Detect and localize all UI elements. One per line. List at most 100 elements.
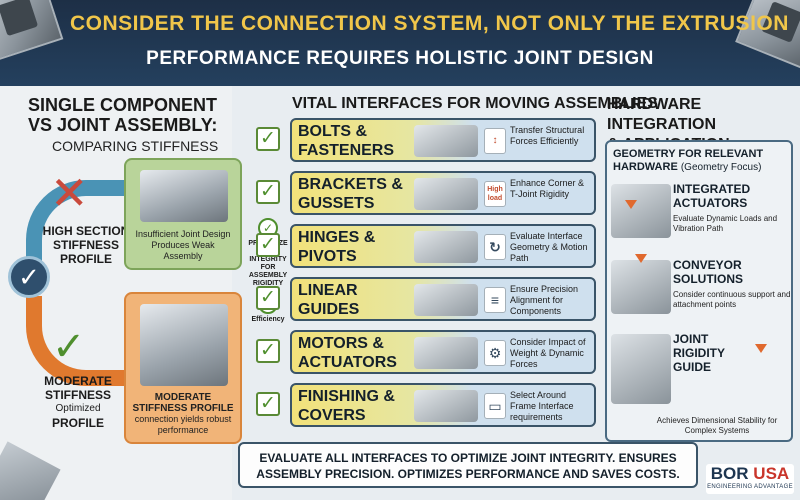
geometry-heading: GEOMETRY FOR RELEVANT HARDWARE (Geometry… bbox=[613, 148, 791, 174]
interface-name: LINEAR GUIDES bbox=[298, 282, 360, 318]
label-line: PROFILE bbox=[59, 252, 112, 266]
hardware-item: CONVEYOR SOLUTIONS Consider continuous s… bbox=[611, 254, 791, 334]
joint-guide-image bbox=[611, 334, 671, 404]
moderate-stiffness-label: MODERATE STIFFNESS Optimized PROFILE bbox=[36, 374, 120, 430]
interface-card: BOLTS & FASTENERS ↕ Transfer Structural … bbox=[290, 118, 596, 162]
interface-card: MOTORS & ACTUATORS ⚙ Consider Impact of … bbox=[290, 330, 596, 374]
list-item: ✓ BOLTS & FASTENERS ↕ Transfer Structura… bbox=[256, 118, 598, 162]
list-item: ✓ BRACKETS & GUSSETS High load Enhance C… bbox=[256, 171, 598, 215]
interface-description: Ensure Precision Alignment for Component… bbox=[510, 284, 579, 316]
check-icon: ✓ bbox=[52, 325, 86, 369]
list-item: ✓ FINISHING & COVERS ▭ Select Around Fra… bbox=[256, 383, 598, 427]
badge-text: Efficiency bbox=[251, 316, 285, 323]
label-line: PROFILE bbox=[51, 416, 104, 430]
weak-joint-panel: Insufficient Joint Design Produces Weak … bbox=[124, 158, 242, 270]
interface-card: HINGES & PIVOTS ↻ Evaluate Interface Geo… bbox=[290, 224, 596, 268]
covers-icon bbox=[414, 390, 478, 422]
arrow-icon bbox=[755, 344, 767, 353]
header-banner: CONSIDER THE CONNECTION SYSTEM, NOT ONLY… bbox=[0, 0, 800, 86]
hardware-item-description: Consider continuous support and attachme… bbox=[673, 290, 791, 309]
label-line: STIFFNESS bbox=[44, 388, 111, 402]
hardware-item: JOINT RIGIDITY GUIDE Achieves Dimensiona… bbox=[611, 332, 791, 440]
interface-name: HINGES & PIVOTS bbox=[298, 229, 376, 265]
interface-description: Evaluate Interface Geometry & Motion Pat… bbox=[510, 231, 588, 263]
hardware-item-description: Achieves Dimensional Stability for Compl… bbox=[656, 416, 778, 435]
rail-icon: ≡ bbox=[484, 287, 506, 313]
section-title-line: VS JOINT ASSEMBLY: bbox=[28, 115, 218, 135]
motor-icon bbox=[414, 337, 478, 369]
check-circle-icon: ✓ bbox=[8, 256, 50, 298]
checkbox-icon: ✓ bbox=[256, 392, 280, 416]
section-subtitle: COMPARING STIFFNESS bbox=[52, 138, 219, 154]
interface-description: Consider Impact of Weight & Dynamic Forc… bbox=[510, 337, 586, 369]
brackets-icon bbox=[414, 178, 478, 210]
rotation-icon: ↻ bbox=[484, 234, 506, 260]
interface-name: MOTORS & ACTUATORS bbox=[298, 335, 397, 371]
arrow-icon bbox=[625, 200, 637, 209]
checkbox-icon: ✓ bbox=[256, 339, 280, 363]
summary-banner: EVALUATE ALL INTERFACES TO OPTIMIZE JOIN… bbox=[238, 442, 698, 488]
checkbox-icon: ✓ bbox=[256, 286, 280, 310]
hardware-item-name: CONVEYOR SOLUTIONS bbox=[673, 258, 744, 286]
gear-icon: ⚙ bbox=[484, 340, 506, 366]
extrusion-profile-image bbox=[0, 0, 64, 62]
stiffness-comparison-section: SINGLE COMPONENT VS JOINT ASSEMBLY: COMP… bbox=[0, 86, 242, 500]
panel-caption: Insufficient Joint Design Produces Weak … bbox=[135, 229, 231, 261]
logo-wordmark: BOR USA bbox=[706, 464, 794, 483]
cross-icon: ✕ bbox=[50, 167, 89, 219]
arrow-icon bbox=[635, 254, 647, 263]
hardware-item-description: Evaluate Dynamic Loads and Vibration Pat… bbox=[673, 214, 778, 233]
label-line: HIGH SECTION bbox=[42, 224, 130, 238]
label-line: Optimized bbox=[55, 403, 101, 414]
checkbox-icon: ✓ bbox=[256, 127, 280, 151]
checkbox-icon: ✓ bbox=[256, 233, 280, 257]
geometry-heading-text: GEOMETRY FOR RELEVANT HARDWARE bbox=[613, 148, 764, 173]
interface-description: Transfer Structural Forces Efficiently bbox=[510, 125, 585, 146]
interface-name: FINISHING & COVERS bbox=[298, 388, 395, 424]
hardware-item-name: JOINT RIGIDITY GUIDE bbox=[673, 332, 725, 374]
force-arrows-icon: ↕ bbox=[484, 128, 506, 154]
section-title-line: SINGLE COMPONENT bbox=[28, 95, 218, 115]
logo-accent: USA bbox=[753, 464, 790, 483]
section-title: SINGLE COMPONENT VS JOINT ASSEMBLY: bbox=[28, 95, 217, 135]
interface-description: Enhance Corner & T-Joint Rigidity bbox=[510, 178, 585, 199]
label-line: STIFFNESS bbox=[52, 238, 119, 252]
interface-card: BRACKETS & GUSSETS High load Enhance Cor… bbox=[290, 171, 596, 215]
hardware-item: INTEGRATED ACTUATORS Evaluate Dynamic Lo… bbox=[611, 182, 791, 252]
high-stiffness-label: HIGH SECTION STIFFNESS PROFILE bbox=[40, 224, 132, 266]
list-item: ✓ HINGES & PIVOTS ↻ Evaluate Interface G… bbox=[256, 224, 598, 268]
interface-card: LINEAR GUIDES ≡ Ensure Precision Alignme… bbox=[290, 277, 596, 321]
logo-tagline: ENGINEERING ADVANTAGE bbox=[707, 484, 793, 490]
panel-caption-text: connection yields robust performance bbox=[134, 414, 232, 435]
label-line: MODERATE bbox=[44, 374, 112, 388]
interface-description: Select Around Frame Interface requiremen… bbox=[510, 390, 574, 422]
page-subtitle: PERFORMANCE REQUIRES HOLISTIC JOINT DESI… bbox=[146, 48, 654, 69]
interfaces-list: ✓ BOLTS & FASTENERS ↕ Transfer Structura… bbox=[256, 118, 598, 436]
actuator-image bbox=[611, 184, 671, 238]
panel-caption: MODERATE STIFFNESS PROFILE connection yi… bbox=[132, 392, 234, 436]
bolts-icon bbox=[414, 125, 478, 157]
list-item: ✓ LINEAR GUIDES ≡ Ensure Precision Align… bbox=[256, 277, 598, 321]
panel-caption-bold: MODERATE STIFFNESS PROFILE bbox=[132, 392, 234, 414]
geometry-heading-sub: (Geometry Focus) bbox=[680, 162, 762, 173]
interfaces-title: VITAL INTERFACES FOR MOVING ASSEMBLIES bbox=[292, 95, 658, 112]
joint-assembly-image bbox=[140, 170, 228, 222]
panel-icon: ▭ bbox=[484, 393, 506, 419]
interface-name: BRACKETS & GUSSETS bbox=[298, 176, 403, 212]
section-title-line: HARDWARE INTEGRATION bbox=[607, 96, 717, 133]
bracket-assembly-image bbox=[140, 304, 228, 386]
interface-card: FINISHING & COVERS ▭ Select Around Frame… bbox=[290, 383, 596, 427]
hardware-panel: GEOMETRY FOR RELEVANT HARDWARE (Geometry… bbox=[605, 140, 793, 442]
robust-joint-panel: MODERATE STIFFNESS PROFILE connection yi… bbox=[124, 292, 242, 444]
hardware-item-name: INTEGRATED ACTUATORS bbox=[673, 182, 751, 210]
high-load-icon: High load bbox=[484, 181, 506, 207]
hinges-icon bbox=[414, 231, 478, 263]
company-logo: BOR USA ENGINEERING ADVANTAGE bbox=[706, 464, 794, 494]
linear-guide-icon bbox=[414, 284, 478, 316]
list-item: ✓ MOTORS & ACTUATORS ⚙ Consider Impact o… bbox=[256, 330, 598, 374]
checkbox-icon: ✓ bbox=[256, 180, 280, 204]
conveyor-image bbox=[611, 260, 671, 314]
interface-name: BOLTS & FASTENERS bbox=[298, 123, 395, 159]
logo-main: BOR bbox=[710, 464, 749, 483]
page-title: CONSIDER THE CONNECTION SYSTEM, NOT ONLY… bbox=[70, 12, 789, 35]
